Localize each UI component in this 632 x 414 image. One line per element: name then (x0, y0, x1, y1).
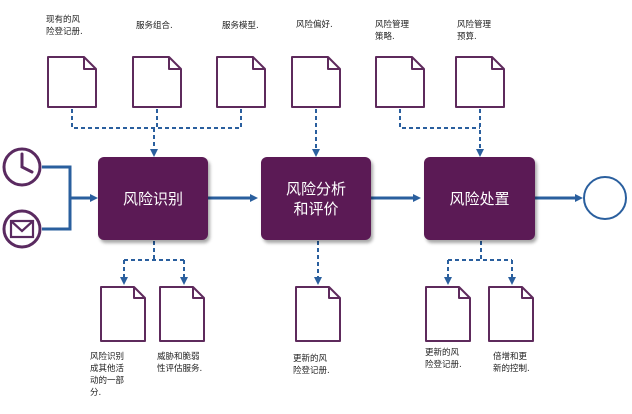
input-doc-icon (375, 56, 425, 108)
input-doc-icon (291, 56, 341, 108)
output-label: 更新的风 险登记册. (293, 354, 330, 376)
input-doc-icon (47, 56, 97, 108)
input-label: 服务模型. (222, 21, 259, 31)
output-doc-icon (425, 286, 471, 342)
input-label: 风险管理 预算. (457, 20, 492, 42)
output-label: 倍增和更 新的控制. (493, 352, 530, 374)
input-doc-icon (455, 56, 505, 108)
output-label: 风险识别 成其他活 动的一部 分. (90, 352, 125, 398)
input-label: 风险偏好. (296, 20, 333, 30)
output-doc-icon (100, 286, 146, 342)
input-doc-icon (132, 56, 182, 108)
output-doc-icon (159, 286, 205, 342)
output-doc-icon (488, 286, 534, 342)
process-risk-analysis: 风险分析 和评价 (261, 157, 371, 240)
input-connector (399, 109, 480, 129)
envelope-icon (2, 209, 42, 249)
input-documents (47, 56, 505, 108)
output-label: 更新的风 险登记册. (425, 348, 462, 370)
clock-icon (2, 147, 42, 187)
input-connectors (71, 109, 484, 157)
trigger-connector (42, 165, 72, 231)
input-label: 现有的风 险登记册. (46, 15, 83, 37)
process-risk-treatment: 风险处置 (424, 157, 535, 240)
flow-arrows (42, 165, 583, 231)
end-circle-icon (583, 176, 627, 220)
input-doc-icon (216, 56, 266, 108)
output-doc-icon (295, 286, 341, 342)
process-risk-identification: 风险识别 (98, 157, 208, 240)
output-connectors (120, 241, 516, 285)
input-label: 服务组合. (136, 21, 173, 31)
output-documents (100, 286, 534, 342)
output-label: 威胁和脆弱 性评估服务. (157, 352, 203, 374)
input-label: 风险管理 策略. (375, 20, 410, 42)
